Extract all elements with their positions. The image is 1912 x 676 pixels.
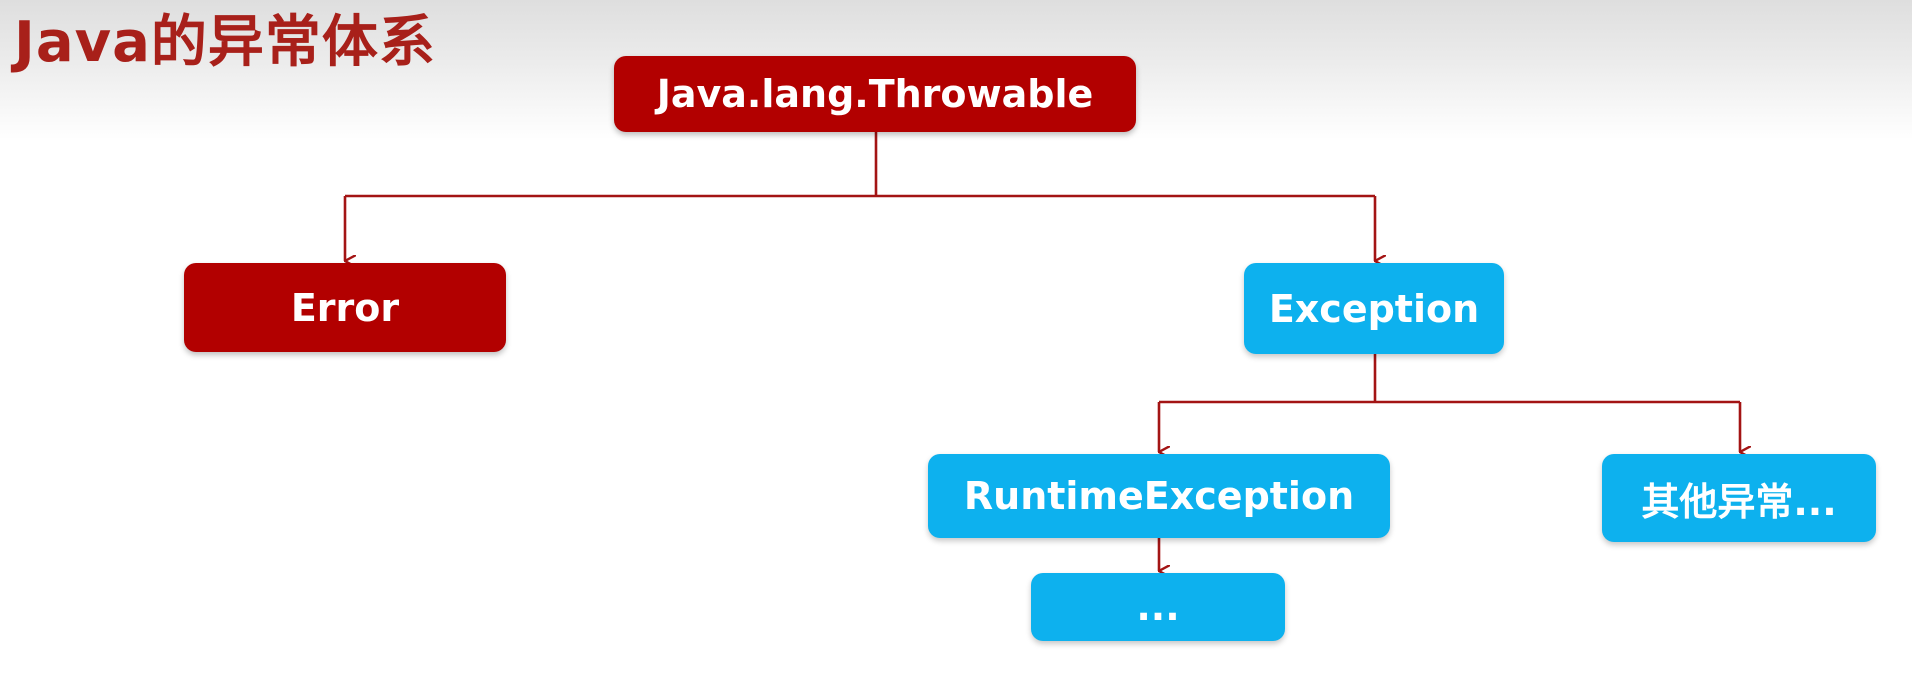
node-throwable-label: Java.lang.Throwable xyxy=(656,72,1094,116)
node-runtime-exception: RuntimeException xyxy=(928,454,1390,538)
node-exception: Exception xyxy=(1244,263,1504,354)
node-runtime-children-label: ... xyxy=(1136,585,1180,629)
node-throwable: Java.lang.Throwable xyxy=(614,56,1136,132)
page-title: Java的异常体系 xyxy=(14,10,436,75)
node-other-exceptions: 其他异常... xyxy=(1602,454,1876,542)
node-error: Error xyxy=(184,263,506,352)
node-other-exceptions-label: 其他异常... xyxy=(1641,479,1837,524)
node-error-label: Error xyxy=(290,285,400,330)
node-runtime-children: ... xyxy=(1031,573,1285,641)
node-runtime-exception-label: RuntimeException xyxy=(963,474,1355,518)
node-exception-label: Exception xyxy=(1268,286,1480,331)
